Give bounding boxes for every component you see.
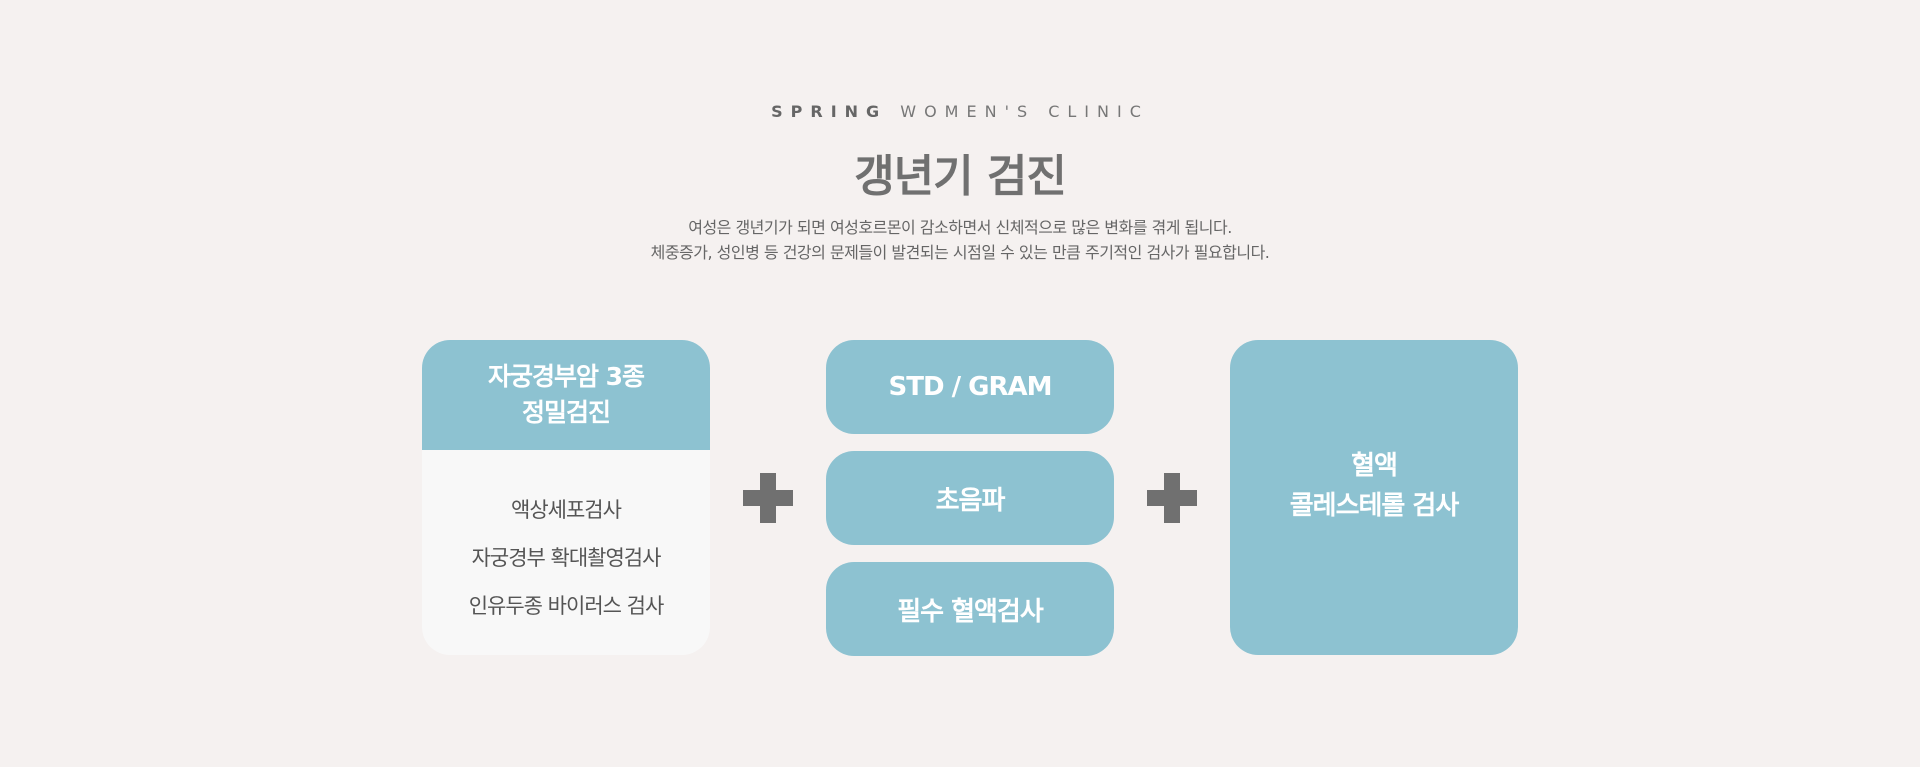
description: 여성은 갱년기가 되면 여성호르몬이 감소하면서 신체적으로 많은 변화를 겪게… [0,215,1920,265]
card-title-line: 콜레스테롤 검사 [1289,490,1459,521]
description-line: 체중증가, 성인병 등 건강의 문제들이 발견되는 시점일 수 있는 만큼 주기… [650,243,1270,262]
eyebrow: SPRING WOMEN'S CLINIC [0,102,1920,121]
eyebrow-clinic: WOMEN'S CLINIC [900,102,1149,121]
card-title-line: 정밀검진 [521,398,611,427]
list-item: 자궁경부 확대촬영검사 [471,546,662,570]
blood-test-pill: 필수 혈액검사 [826,562,1114,656]
plus-icon [1147,473,1197,523]
std-gram-pill: STD / GRAM [826,340,1114,434]
cervical-exam-items: 액상세포검사 자궁경부 확대촬영검사 인유두종 바이러스 검사 [422,450,710,630]
card-title-line: 자궁경부암 3종 [487,362,645,391]
cholesterol-card: 혈액 콜레스테롤 검사 [1230,340,1518,655]
card-title-line: 혈액 [1351,450,1398,481]
cervical-exam-card: 자궁경부암 3종 정밀검진 액상세포검사 자궁경부 확대촬영검사 인유두종 바이… [422,340,710,655]
cervical-exam-card-header: 자궁경부암 3종 정밀검진 [422,340,710,450]
eyebrow-brand: SPRING [771,102,888,121]
list-item: 액상세포검사 [511,498,622,522]
list-item: 인유두종 바이러스 검사 [468,594,665,618]
description-line: 여성은 갱년기가 되면 여성호르몬이 감소하면서 신체적으로 많은 변화를 겪게… [688,218,1232,237]
ultrasound-pill: 초음파 [826,451,1114,545]
page-title: 갱년기 검진 [854,151,1067,202]
plus-icon [743,473,793,523]
